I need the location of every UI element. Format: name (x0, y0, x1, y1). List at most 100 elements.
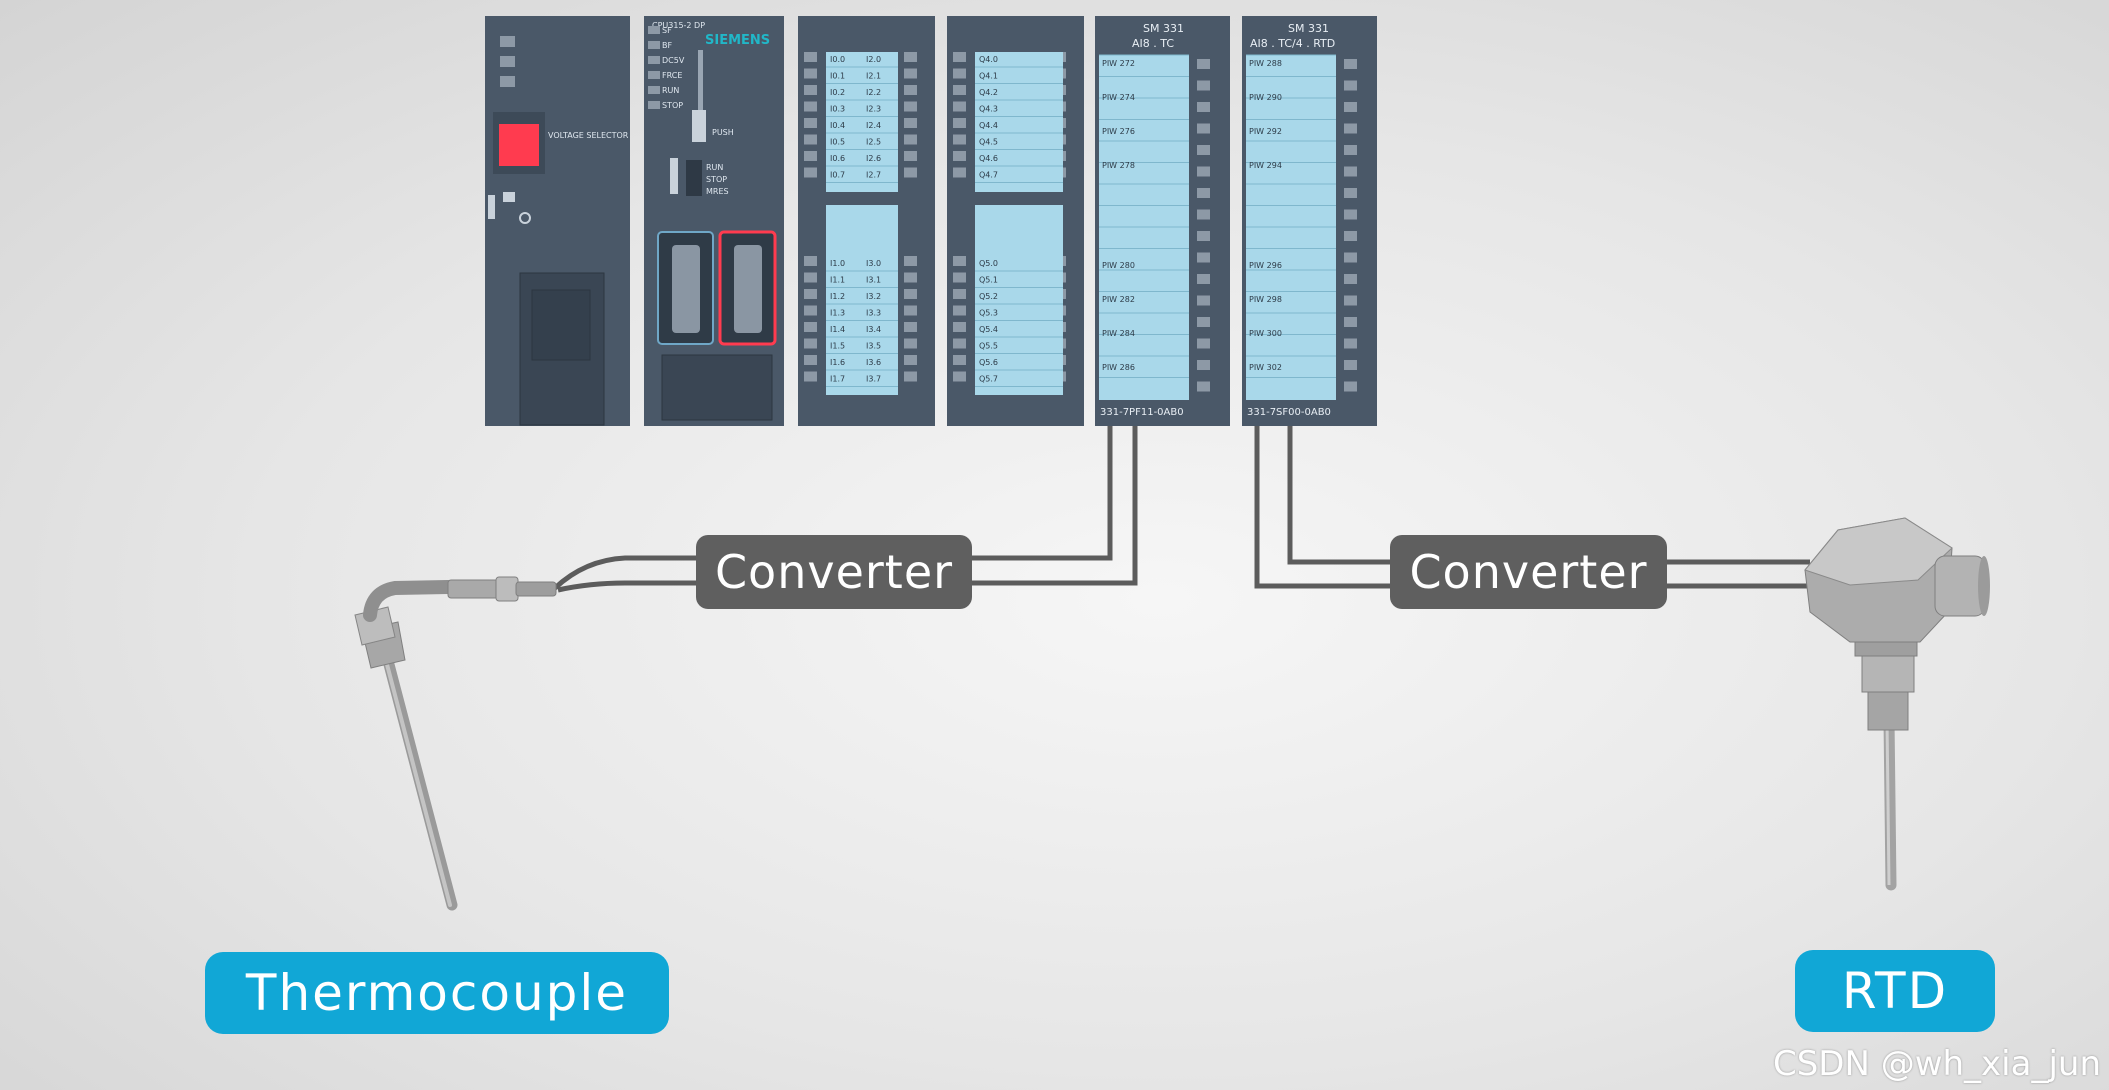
status-led (904, 134, 917, 145)
status-led (953, 322, 966, 332)
wire-tc-2 (970, 425, 1138, 586)
di-slot-label: I2.2 (866, 88, 881, 97)
do-slot-label: Q4.4 (979, 121, 998, 130)
cpu-led (648, 86, 660, 94)
converter-right-label: Converter (1409, 545, 1648, 599)
status-led (953, 134, 966, 145)
di-slot-label: I3.4 (866, 325, 881, 334)
di-slot-label: I0.1 (830, 72, 845, 81)
wire-tcouple-1 (553, 555, 698, 590)
tc-part-number: 331-7PF11-0AB0 (1100, 407, 1184, 418)
tc-channel-label: PIW 282 (1102, 295, 1135, 304)
wire-tc-1 (970, 425, 1113, 561)
tc-channel-label: PIW 278 (1102, 161, 1135, 170)
status-led (1197, 360, 1210, 370)
rtd-label: RTD (1795, 950, 1995, 1032)
cpu-led (648, 41, 660, 49)
status-led (953, 101, 966, 112)
di-slot-label: I2.0 (866, 55, 881, 64)
do-slot-label: Q5.1 (979, 276, 998, 285)
status-led (804, 272, 817, 283)
status-led (1197, 231, 1210, 241)
di-module: I0.0I1.0I2.0I3.0I0.1I1.1I2.1I3.1I0.2I1.2… (798, 16, 935, 426)
wire-rtd-2 (1287, 425, 1390, 565)
cpu-led-label: SF (662, 26, 672, 35)
tc-module-title: SM 331 (1143, 22, 1184, 35)
status-led (804, 52, 817, 62)
do-slot-label: Q5.4 (979, 325, 998, 334)
status-led (804, 151, 817, 161)
status-led (1344, 317, 1357, 327)
di-slot-label: I3.3 (866, 309, 881, 318)
watermark: CSDN @wh_xia_jun (1772, 1044, 2101, 1084)
status-led (904, 52, 917, 62)
thermocouple-label-text: Thermocouple (245, 964, 629, 1022)
cpu-led (648, 71, 660, 79)
status-led (1344, 252, 1357, 263)
status-led (1344, 102, 1357, 112)
do-slot-label: Q4.3 (979, 105, 998, 114)
converter-left-label: Converter (714, 545, 954, 599)
di-slot-label: I0.5 (830, 138, 845, 147)
status-led (804, 101, 817, 112)
status-led (1344, 209, 1357, 220)
tc-channel-label: PIW 274 (1102, 93, 1135, 102)
di-slot-label: I0.3 (830, 105, 845, 114)
status-led (1197, 145, 1210, 155)
status-led (804, 305, 817, 316)
status-led (1197, 102, 1210, 112)
di-slot-label: I2.3 (866, 105, 881, 114)
status-led (953, 338, 966, 349)
status-led (804, 134, 817, 145)
do-slot-label: Q4.1 (979, 72, 998, 81)
status-led (904, 101, 917, 112)
cpu-model-label: CPU315-2 DP (652, 21, 705, 30)
cpu-led (648, 56, 660, 64)
status-led (904, 355, 917, 365)
status-led (904, 85, 917, 95)
di-slot-label: I0.4 (830, 121, 845, 130)
status-led (1344, 80, 1357, 91)
rtd-module-title: SM 331 (1288, 22, 1329, 35)
status-led (904, 272, 917, 283)
push-label: PUSH (712, 128, 734, 137)
plc-rack: VOLTAGE SELECTOR CPU315-2 DP SIEMENS SF B… (485, 16, 1377, 426)
status-led (1344, 166, 1357, 177)
do-slot-label: Q4.0 (979, 55, 998, 64)
voltage-selector[interactable] (499, 124, 539, 166)
thermocouple-probe (354, 576, 557, 911)
status-led (904, 256, 917, 266)
status-led (904, 338, 917, 349)
status-led (953, 118, 966, 128)
di-slot-label: I1.4 (830, 325, 845, 334)
status-led (904, 322, 917, 332)
rtd-channel-label: PIW 292 (1249, 127, 1282, 136)
status-led (1197, 274, 1210, 284)
status-led (1197, 338, 1210, 349)
status-led (904, 167, 917, 178)
do-slot-label: Q4.2 (979, 88, 998, 97)
status-led (904, 151, 917, 161)
thermocouple-label: Thermocouple (205, 952, 669, 1034)
power-supply-module: VOLTAGE SELECTOR (485, 16, 630, 426)
mode-selector[interactable] (670, 158, 678, 194)
status-led (953, 68, 966, 79)
tc-module-subtitle: AI8 . TC (1132, 37, 1174, 50)
di-slot-label: I2.6 (866, 154, 881, 163)
status-led (1344, 360, 1357, 370)
status-led (1344, 295, 1357, 306)
cpu-led-label: DC5V (662, 56, 685, 65)
rtd-part-number: 331-7SF00-0AB0 (1247, 407, 1331, 418)
rtd-module-subtitle: AI8 . TC/4 . RTD (1250, 37, 1335, 50)
di-slot-label: I3.2 (866, 292, 881, 301)
siemens-logo: SIEMENS (705, 33, 770, 48)
power-switch[interactable] (488, 195, 495, 219)
mode-switch-handle[interactable] (692, 110, 706, 142)
cpu-led-label: BF (662, 41, 672, 50)
status-led (804, 68, 817, 79)
cpu-led (648, 101, 660, 109)
converter-right: Converter (1390, 535, 1667, 609)
status-led (804, 118, 817, 128)
status-led (804, 256, 817, 266)
